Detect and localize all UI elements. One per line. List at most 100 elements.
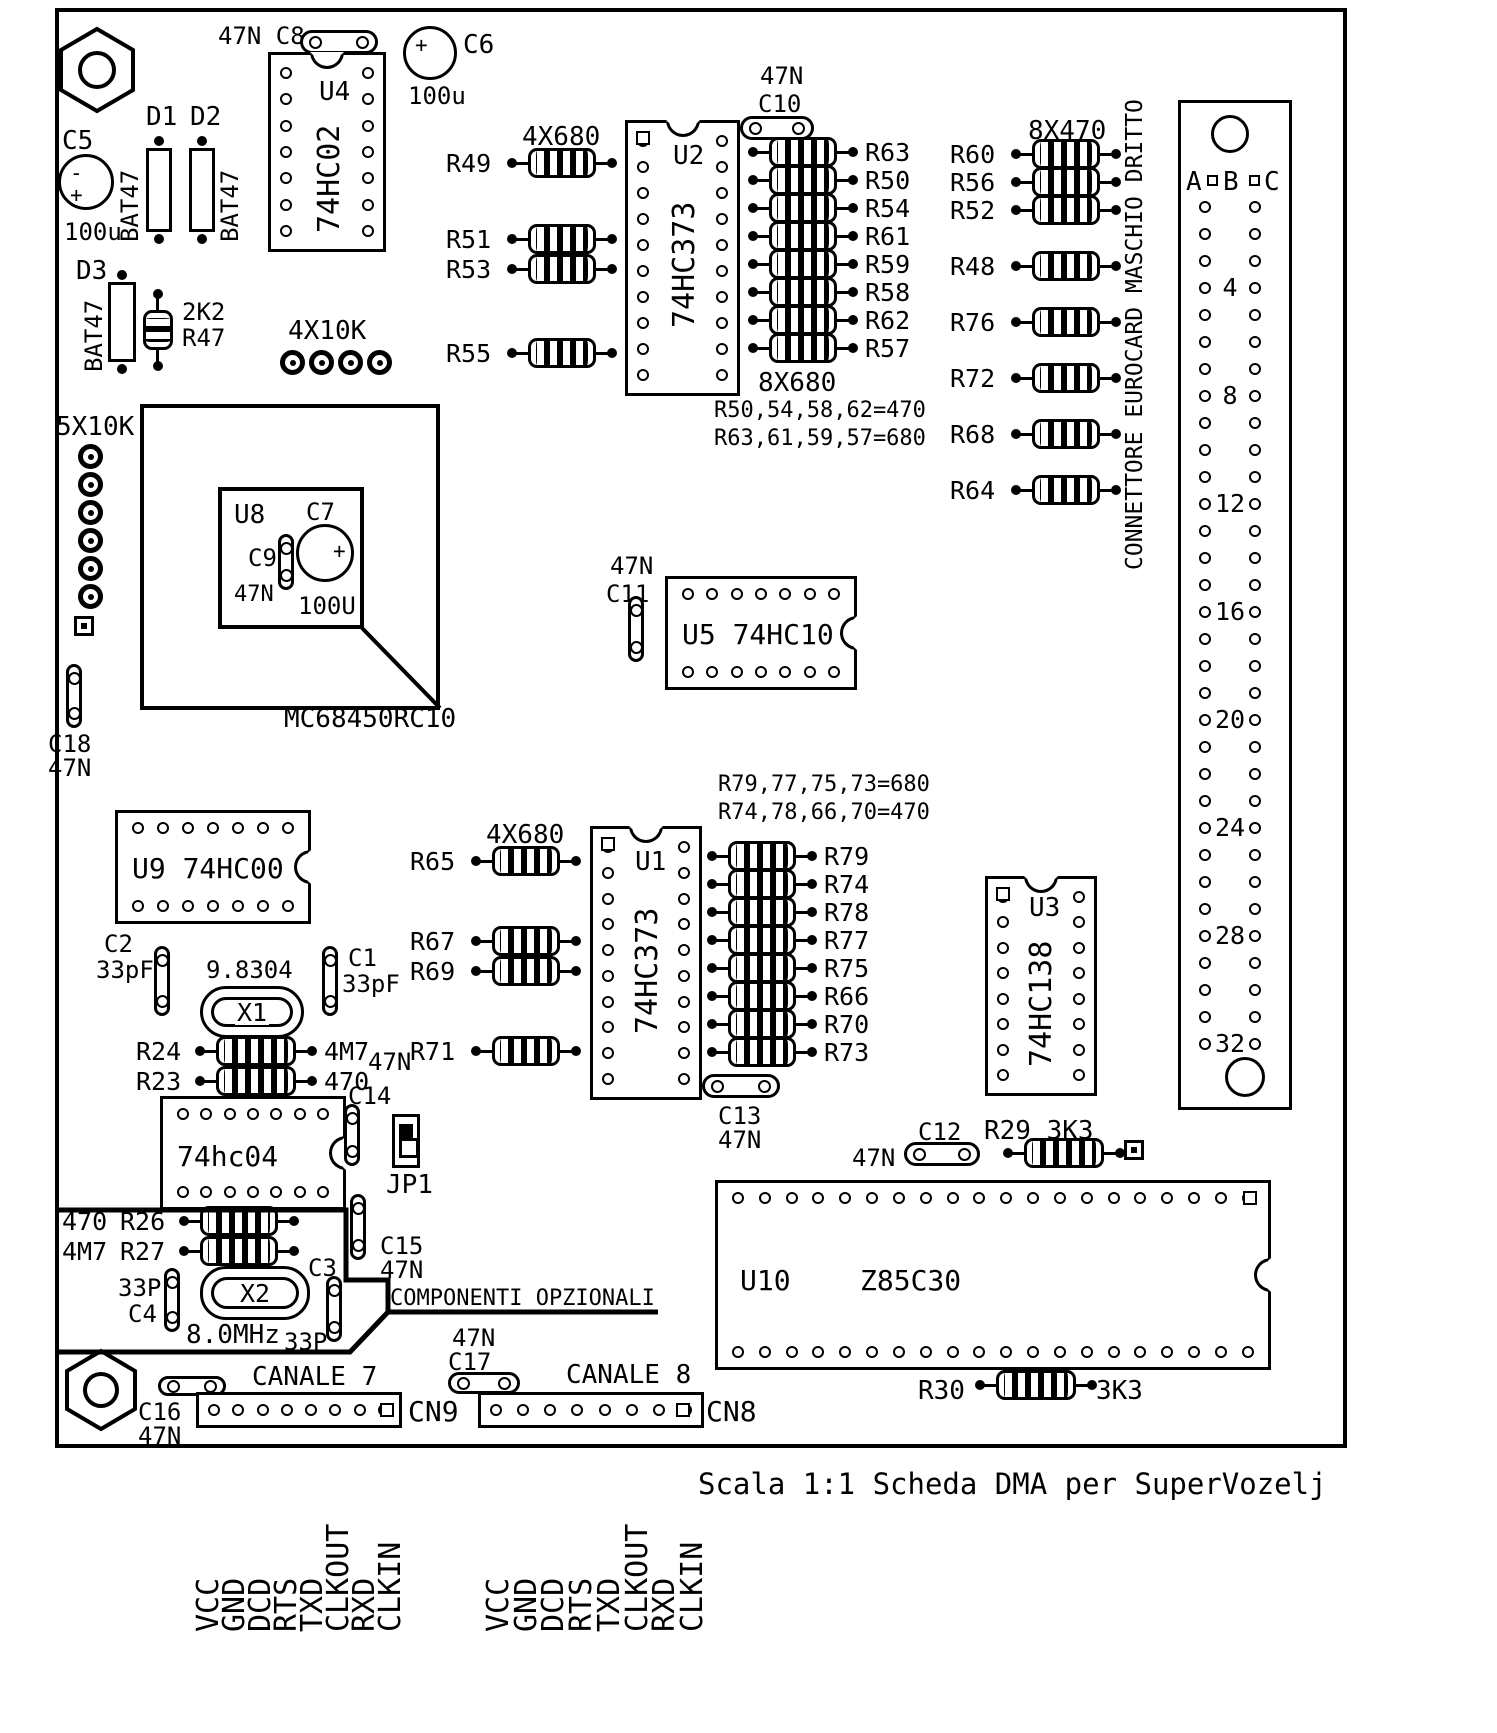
resistor-lead xyxy=(837,343,858,353)
pin-pad xyxy=(282,900,294,912)
pin-pad xyxy=(779,588,792,600)
connector-row xyxy=(1199,903,1261,915)
resistor-body xyxy=(1032,167,1100,197)
connector-row xyxy=(1199,687,1261,699)
capacitor-c6: + xyxy=(403,26,457,80)
pin-strip xyxy=(177,1108,329,1120)
capacitor-c14 xyxy=(344,1104,360,1166)
pin-pad xyxy=(716,135,728,147)
resistor-bank-mid: R65 R67 R69 R71 xyxy=(410,846,581,1066)
resistor-lead xyxy=(471,936,492,946)
c12-value: 47N xyxy=(852,1144,896,1172)
pin1-pad xyxy=(380,1403,394,1417)
pin-pad xyxy=(602,969,614,982)
pin-pad xyxy=(637,161,649,173)
resistor-bank-u1: R79 R74 R78 R77 R75 R66 R70 R73 xyxy=(707,841,870,1067)
resistor-lead xyxy=(796,991,817,1001)
resistor-bank-8x470: R60 R56 R52 R48 R76 R72 R68 R64 xyxy=(950,139,1121,505)
pin-pad xyxy=(1249,741,1261,753)
sil-pad xyxy=(367,350,392,375)
pin-pad xyxy=(293,1186,306,1198)
crystal-x1: X1 xyxy=(200,986,304,1038)
resistor-r29 xyxy=(1003,1138,1125,1168)
crystal-body xyxy=(211,997,293,1027)
pin-pad xyxy=(706,666,719,678)
resistor-lead xyxy=(748,231,769,241)
resistor-body xyxy=(1032,419,1100,449)
bank-mid-title: 4X680 xyxy=(486,820,565,850)
resistor-lead xyxy=(1100,429,1121,439)
resistor xyxy=(507,224,617,254)
pin-pad xyxy=(997,941,1009,954)
connector-row xyxy=(1199,444,1261,456)
resistor-label: R61 xyxy=(865,221,911,251)
ic-u5: U5 74HC10 xyxy=(665,576,857,690)
cn8-label: CN8 xyxy=(706,1395,757,1428)
x2-ref: X2 xyxy=(237,1278,273,1308)
pin-pad xyxy=(544,1404,557,1416)
resistor-lead xyxy=(1100,261,1121,271)
resistor xyxy=(748,193,858,223)
c3-value: 33P xyxy=(284,1328,328,1356)
pin-pad xyxy=(785,1192,798,1204)
pin-pad xyxy=(637,343,649,355)
resistor-row: R63 xyxy=(748,137,911,167)
pin-pad xyxy=(207,900,219,912)
pin-pad xyxy=(678,1021,690,1034)
resistor-lead xyxy=(596,158,617,168)
ic-u1-ref: U1 xyxy=(635,847,667,877)
pin-pad xyxy=(706,588,719,600)
pin-pad xyxy=(839,1192,852,1204)
pin-pad xyxy=(362,67,374,79)
pin-pad xyxy=(602,892,614,905)
resistor-lead xyxy=(796,1047,817,1057)
connector-row xyxy=(1199,417,1261,429)
pin-strip xyxy=(280,67,292,237)
resistor-bank-8x680: R63 R50 R54 R61 R59 R58 R62 R57 xyxy=(748,137,911,363)
pin-pad xyxy=(177,1186,189,1198)
pin-pad xyxy=(637,369,649,381)
resistor-lead xyxy=(507,264,528,274)
resistor-label: R63 xyxy=(865,137,911,167)
optional-components-label: COMPONENTI OPZIONALI xyxy=(390,1286,655,1311)
resistor-lead xyxy=(748,147,769,157)
pin-pad xyxy=(1249,687,1261,699)
pin-pad xyxy=(256,1404,269,1416)
sil-4x10k xyxy=(280,350,392,375)
pin-pad xyxy=(1199,471,1211,483)
resistor-body xyxy=(528,338,596,368)
polarity-mark: - xyxy=(70,161,83,185)
c16-value: 47N xyxy=(138,1422,182,1450)
resistor xyxy=(748,221,858,251)
resistor-lead xyxy=(1104,1148,1125,1158)
c8-label: 47N C8 xyxy=(218,22,305,50)
resistor xyxy=(1011,307,1121,337)
pin-pad xyxy=(716,291,728,303)
c6-value: 100u xyxy=(408,82,466,110)
pin-pad xyxy=(1161,1192,1174,1204)
resistor-body xyxy=(1032,251,1100,281)
connector-row xyxy=(1199,363,1261,375)
resistor-label: R66 xyxy=(824,981,870,1011)
resistor-row: R65 xyxy=(410,846,581,876)
d2-part: BAT47 xyxy=(216,169,244,242)
d1-part: BAT47 xyxy=(116,169,144,242)
resistor-label: R52 xyxy=(950,195,996,225)
polarity-mark: + xyxy=(333,539,346,563)
resistor-lead xyxy=(748,343,769,353)
r30-value: 3K3 xyxy=(1096,1376,1143,1406)
resistor-lead xyxy=(707,991,728,1001)
pin-pad xyxy=(571,1404,584,1416)
resistor xyxy=(471,956,581,986)
c2-value: 33pF xyxy=(96,956,154,984)
pin-pad xyxy=(716,187,728,199)
resistor-row: R70 xyxy=(707,1009,869,1039)
pin-pad xyxy=(157,900,169,912)
connector-row: 32 xyxy=(1199,1031,1261,1056)
pin-pad xyxy=(1249,660,1261,672)
connector-col-b: B xyxy=(1223,167,1239,197)
resistor xyxy=(471,846,581,876)
drawing-title: Scala 1:1 Scheda DMA per SuperVozelj xyxy=(698,1467,1327,1501)
